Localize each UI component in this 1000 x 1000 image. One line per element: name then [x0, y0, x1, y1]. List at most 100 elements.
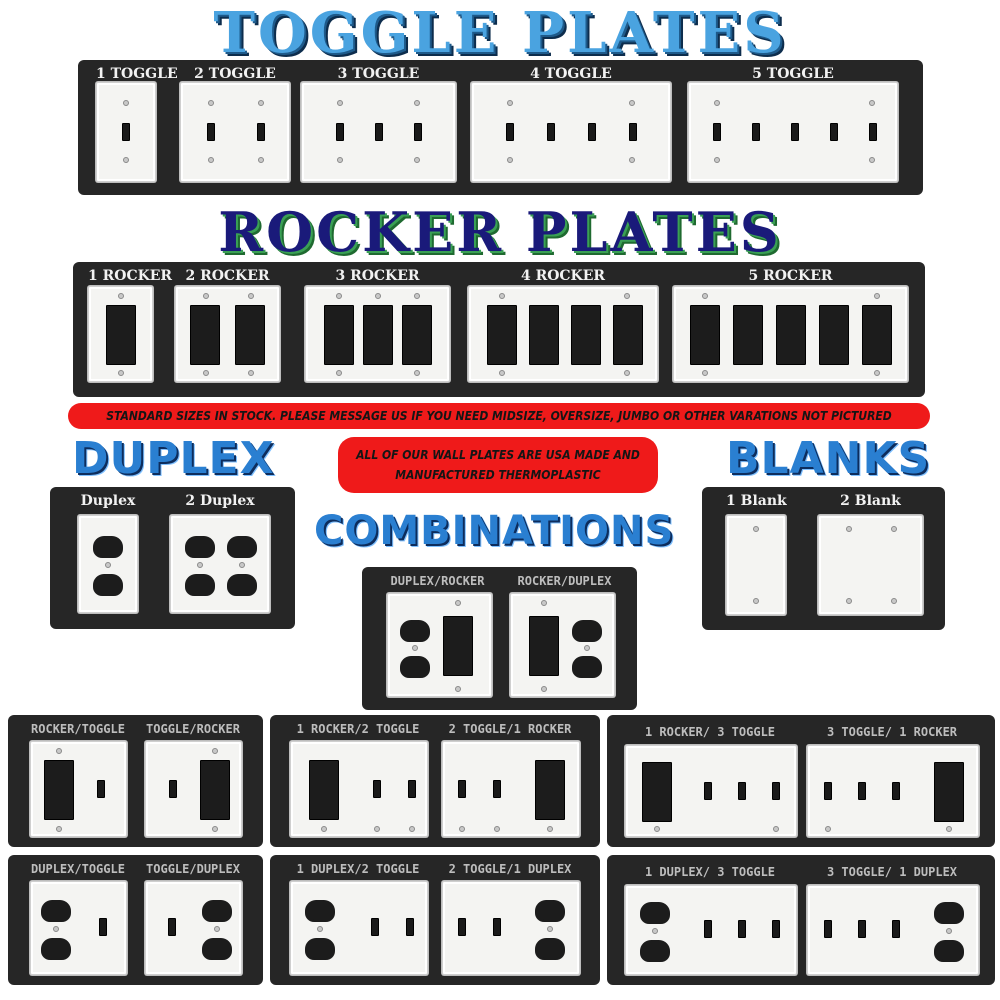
screw — [414, 293, 420, 299]
duplex-plate-2[interactable] — [170, 515, 270, 613]
blank-plate-2[interactable] — [818, 515, 923, 615]
outlet — [934, 940, 964, 962]
screw — [208, 157, 214, 163]
plate-label: 2 Duplex — [185, 493, 255, 509]
outlet — [185, 574, 215, 596]
toggle-switch — [506, 123, 514, 141]
toggle-plate-3[interactable] — [301, 82, 456, 182]
toggle-switch — [336, 123, 344, 141]
screw — [212, 826, 218, 832]
toggle-switch — [752, 123, 760, 141]
rocker-switch — [819, 305, 849, 365]
screw — [846, 598, 852, 604]
screw — [629, 100, 635, 106]
screw — [414, 370, 420, 376]
screw — [317, 926, 323, 932]
toggle-switch — [414, 123, 422, 141]
rocker-toggle-plate[interactable] — [30, 741, 127, 837]
toggle-switch — [791, 123, 799, 141]
rocker-plate-1[interactable] — [88, 286, 153, 382]
screw — [624, 370, 630, 376]
screw — [337, 157, 343, 163]
duplex-toggle-plate[interactable] — [30, 881, 127, 975]
rocker-duplex-plate[interactable] — [510, 593, 615, 697]
duplex-rocker-plate[interactable] — [387, 593, 492, 697]
rocker-switch — [443, 616, 473, 676]
screw — [203, 293, 209, 299]
screw — [825, 826, 831, 832]
screw — [123, 157, 129, 163]
toggle-switch — [858, 920, 866, 938]
duplex-plate-1[interactable] — [78, 515, 138, 613]
screw — [214, 926, 220, 932]
screw — [753, 526, 759, 532]
plate-label: Duplex — [80, 493, 136, 509]
rocker-plate-3[interactable] — [305, 286, 450, 382]
2toggle-rocker-plate[interactable] — [442, 741, 580, 837]
toggle-switch — [704, 782, 712, 800]
screw — [414, 157, 420, 163]
3toggle-rocker-plate[interactable] — [807, 745, 979, 837]
rocker-plates-panel: 1 ROCKER 2 ROCKER 3 ROCKER 4 ROCKER 5 RO… — [73, 262, 925, 397]
screw — [336, 293, 342, 299]
screw — [208, 100, 214, 106]
toggle-plate-1[interactable] — [96, 82, 156, 182]
rocker-switch — [934, 762, 964, 822]
3toggle-duplex-plate[interactable] — [807, 885, 979, 975]
toggle-plate-5[interactable] — [688, 82, 898, 182]
blank-plate-1[interactable] — [726, 515, 786, 615]
screw — [702, 370, 708, 376]
toggle-plate-4[interactable] — [471, 82, 671, 182]
screw — [654, 826, 660, 832]
rocker-switch — [200, 760, 230, 820]
screw — [499, 370, 505, 376]
usa-made-line1: ALL OF OUR WALL PLATES ARE USA MADE AND — [356, 448, 640, 462]
toggle-plates-panel: 1 TOGGLE 2 TOGGLE 3 TOGGLE 4 TOGGLE 5 TO… — [78, 60, 923, 195]
duplex-3toggle-plate[interactable] — [625, 885, 797, 975]
rocker-switch — [529, 616, 559, 676]
toggle-switch — [375, 123, 383, 141]
toggle-switch — [493, 780, 501, 798]
outlet — [572, 656, 602, 678]
outlet — [93, 574, 123, 596]
rocker-plate-4[interactable] — [468, 286, 658, 382]
usa-made-banner: ALL OF OUR WALL PLATES ARE USA MADE AND … — [338, 437, 658, 493]
plate-label: 1 ROCKER — [88, 268, 173, 284]
rocker-2toggle-plate[interactable] — [290, 741, 428, 837]
toggle-switch — [588, 123, 596, 141]
plate-label: TOGGLE/DUPLEX — [146, 862, 240, 876]
outlet — [305, 938, 335, 960]
screw — [773, 826, 779, 832]
screw — [494, 826, 500, 832]
screw — [118, 293, 124, 299]
rocker-switch — [190, 305, 220, 365]
screw — [652, 928, 658, 934]
toggle-duplex-plate[interactable] — [145, 881, 242, 975]
toggle-switch — [122, 123, 130, 141]
toggle-switch — [772, 782, 780, 800]
plate-label: 3 TOGGLE/ 1 DUPLEX — [826, 865, 958, 879]
rocker-switch — [309, 760, 339, 820]
toggle-rocker-plate[interactable] — [145, 741, 242, 837]
usa-made-line2: MANUFACTURED THERMOPLASTIC — [395, 468, 601, 482]
screw — [702, 293, 708, 299]
rocker-plate-2[interactable] — [175, 286, 280, 382]
rocker-plate-5[interactable] — [673, 286, 908, 382]
toggle-switch — [406, 918, 414, 936]
toggle-plate-2[interactable] — [180, 82, 290, 182]
rocker-switch — [535, 760, 565, 820]
toggle-switch — [493, 918, 501, 936]
toggle-switch — [97, 780, 105, 798]
rocker-3toggle-plate[interactable] — [625, 745, 797, 837]
outlet — [202, 938, 232, 960]
screw — [197, 562, 203, 568]
toggle-plates-title: TOGGLE PLATES — [213, 0, 787, 66]
outlet — [400, 620, 430, 642]
plate-label: ROCKER/DUPLEX — [517, 574, 612, 588]
toggle-switch — [458, 918, 466, 936]
2toggle-duplex-plate[interactable] — [442, 881, 580, 975]
blanks-title: BLANKS — [726, 433, 931, 484]
plate-label: 3 TOGGLE — [337, 66, 420, 82]
screw — [547, 926, 553, 932]
duplex-2toggle-plate[interactable] — [290, 881, 428, 975]
